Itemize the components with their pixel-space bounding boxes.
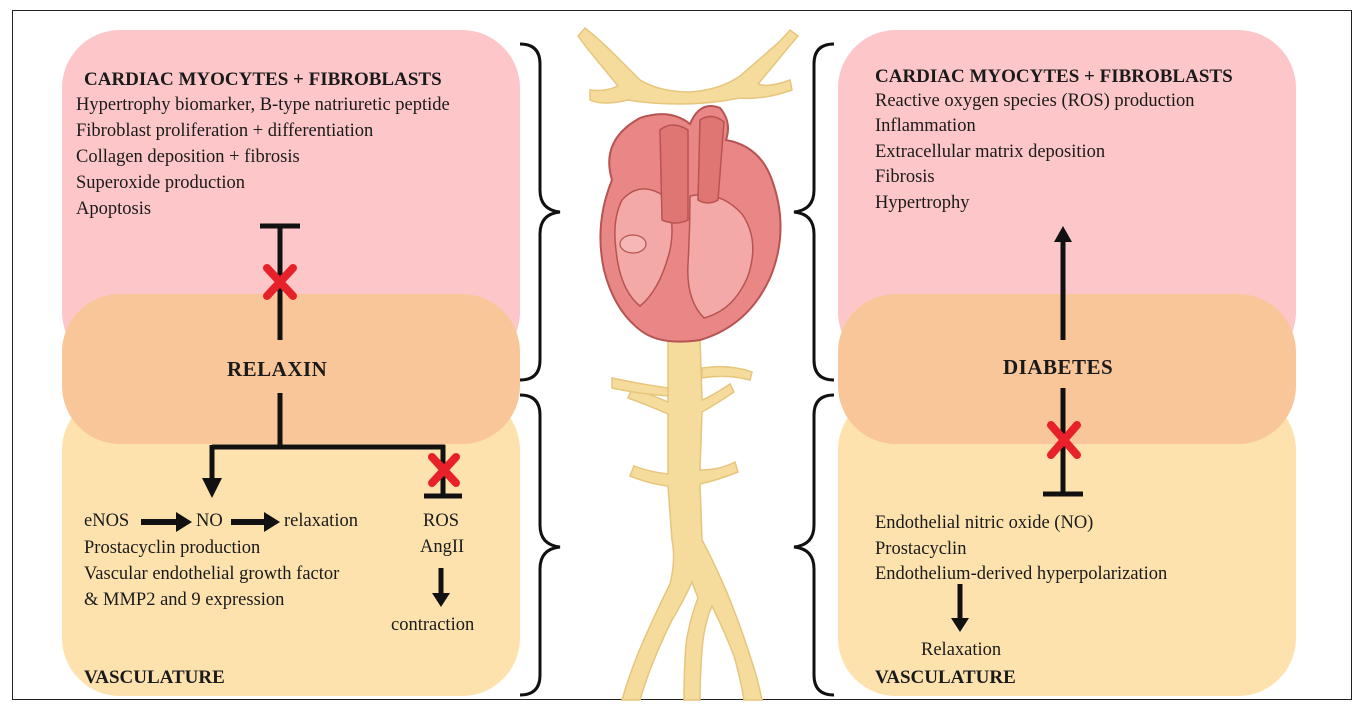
brace-right-top: [794, 44, 834, 380]
heart-illustration: [600, 106, 780, 342]
right-arrow-up: [1054, 226, 1072, 340]
brace-left-top: [520, 44, 560, 380]
arrow-icon: [231, 512, 280, 532]
arrow-icon: [141, 512, 192, 532]
brace-right-bottom: [794, 395, 834, 695]
arrow-icon: [951, 584, 969, 632]
arrow-icon: [432, 568, 450, 607]
left-branch-lines: [212, 393, 462, 496]
brace-left-bottom: [520, 395, 560, 695]
